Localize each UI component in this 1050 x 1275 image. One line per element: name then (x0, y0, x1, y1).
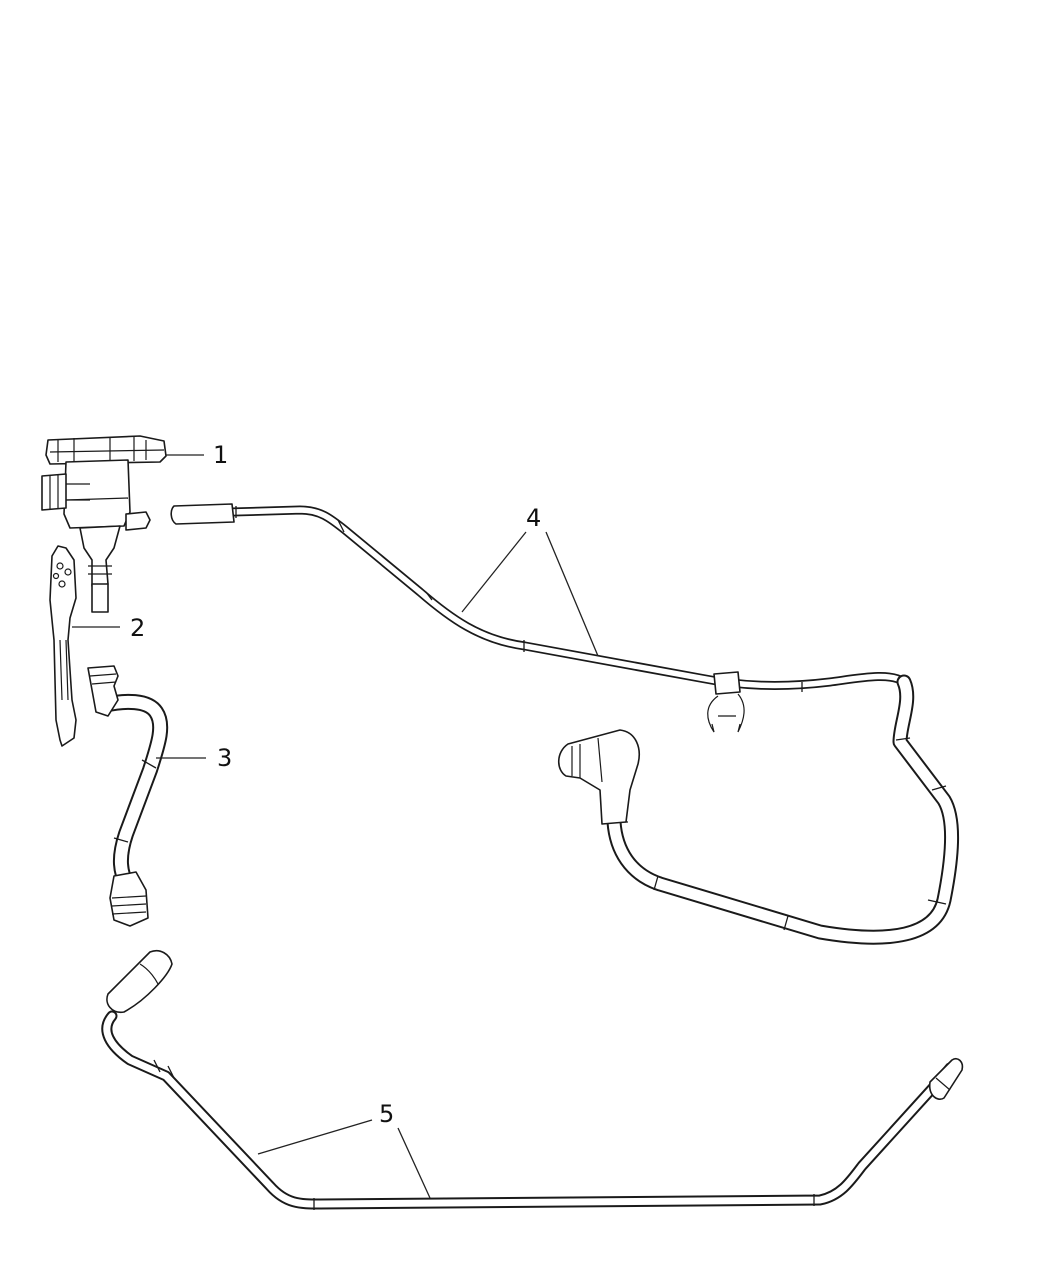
hose-part-4: 4 (170, 503, 960, 945)
callout-2: 2 (130, 614, 145, 642)
valve-assembly-part-1: 1 (41, 435, 228, 613)
hose-part-3: 3 (87, 665, 232, 927)
callout-3: 3 (217, 744, 232, 772)
hose-part-5: 5 (101, 949, 964, 1210)
callout-1: 1 (213, 441, 228, 469)
callout-4: 4 (526, 504, 541, 532)
bracket-part-2: 2 (49, 545, 145, 747)
callout-5: 5 (379, 1100, 394, 1128)
